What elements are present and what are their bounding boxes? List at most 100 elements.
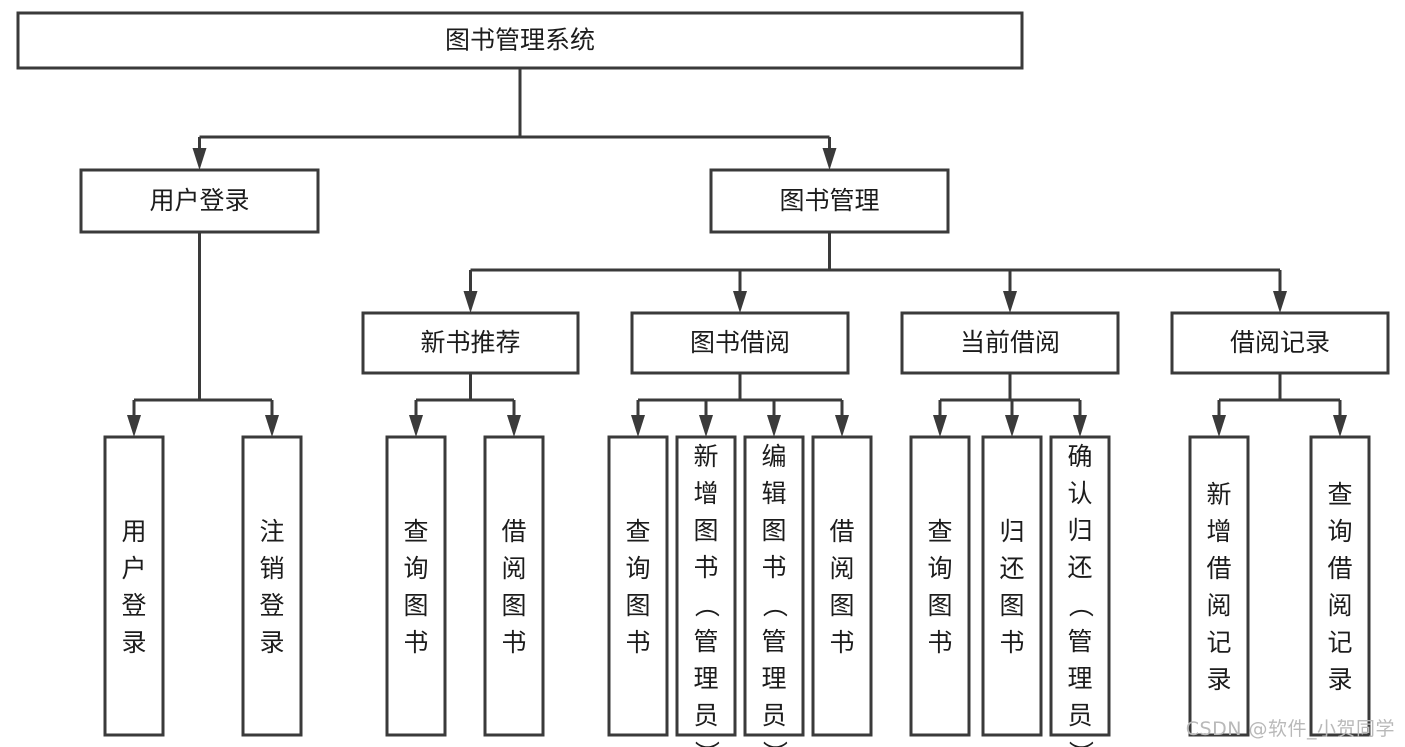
leaf-char: 员 [761,701,786,730]
leaf-char: 阅 [1206,591,1231,620]
arrow-down-icon-leaf-2 [409,415,423,437]
leaf-char: 图 [761,516,786,545]
box-layer [16,11,1390,737]
leaf-char: 新 [1206,480,1231,509]
node-level3-label-1: 图书借阅 [690,328,790,357]
leaf-char: 确 [1067,442,1092,471]
arrow-down-icon-leaf-8 [933,415,947,437]
leaf-char: 新 [693,442,718,471]
leaf-char: 理 [761,664,786,693]
leaf-char: 图 [403,591,428,620]
node-leaf-11[interactable] [1188,435,1250,737]
node-leaf-8[interactable] [909,435,971,737]
arrow-down-icon-level3-0 [463,291,478,313]
arrow-down-icon-leaf-0 [127,415,141,437]
leaf-char: 图 [693,516,718,545]
leaf-char: 查 [403,517,428,546]
leaf-char: 图 [927,591,952,620]
leaf-char: 图 [501,591,526,620]
leaf-char: 还 [999,554,1024,583]
node-level3-2[interactable] [900,311,1120,375]
leaf-char: 借 [501,517,526,546]
leaf-char: 归 [999,517,1024,546]
leaf-char: 阅 [829,554,854,583]
node-level3-label-0: 新书推荐 [420,328,520,357]
node-leaf-10[interactable] [1049,435,1111,737]
node-leaf-4[interactable] [607,435,669,737]
leaf-char: ） [692,740,721,747]
node-leaf-3[interactable] [483,435,545,737]
leaf-char: 增 [1206,517,1231,546]
leaf-char: 录 [1206,665,1231,694]
leaf-char: 书 [403,628,428,657]
leaf-char: 询 [403,554,428,583]
node-leaf-6[interactable] [743,435,805,737]
node-leaf-0[interactable] [103,435,165,737]
csdn-watermark: CSDN @软件_小贺同学 [1185,718,1395,740]
leaf-char: 还 [1067,553,1092,582]
leaf-char: 管 [693,627,718,656]
node-leaf-7[interactable] [811,435,873,737]
arrow-down-icon-leaf-3 [507,415,521,437]
leaf-char: ） [1066,740,1095,747]
leaf-char: 书 [625,628,650,657]
node-level3-1[interactable] [630,311,850,375]
node-level2-0[interactable] [79,168,320,234]
leaf-char: 增 [693,479,718,508]
leaf-char: 书 [501,628,526,657]
leaf-char: 书 [693,553,718,582]
node-level3-0[interactable] [361,311,580,375]
node-leaf-9[interactable] [981,435,1043,737]
arrow-down-icon-leaf-4 [631,415,645,437]
leaf-char: 书 [999,628,1024,657]
leaf-char: 查 [927,517,952,546]
node-level3-3[interactable] [1170,311,1390,375]
leaf-char: 询 [927,554,952,583]
leaf-char: 图 [625,591,650,620]
leaf-char: 管 [1067,627,1092,656]
arrow-down-icon-level2-0 [192,148,207,170]
leaf-char: 录 [1327,665,1352,694]
leaf-char: 录 [121,628,146,657]
leaf-char: 登 [121,591,146,620]
leaf-char: （ [692,592,721,617]
leaf-char: 阅 [501,554,526,583]
node-level3-label-2: 当前借阅 [960,328,1060,357]
node-root-label: 图书管理系统 [445,26,595,55]
node-level3-label-3: 借阅记录 [1230,328,1330,357]
leaf-char: 查 [625,517,650,546]
arrow-down-icon-leaf-11 [1212,415,1226,437]
node-leaf-12[interactable] [1309,435,1371,737]
node-leaf-5[interactable] [675,435,737,737]
leaf-char: （ [760,592,789,617]
arrow-down-icon-level3-1 [733,291,747,313]
leaf-char: 图 [999,591,1024,620]
node-level2-label-0: 用户登录 [149,186,249,215]
node-leaf-label-0: 用户登录 [121,517,146,657]
node-leaf-1[interactable] [241,435,303,737]
leaf-char: 员 [693,701,718,730]
node-level2-label-1: 图书管理 [779,186,879,215]
arrow-down-icon-leaf-10 [1073,415,1087,437]
leaf-char: 管 [761,627,786,656]
leaf-char: 记 [1206,628,1231,657]
leaf-char: 认 [1067,479,1092,508]
leaf-char: ） [760,740,789,747]
leaf-char: 员 [1067,701,1092,730]
leaf-char: 注 [259,517,284,546]
arrow-down-icon-leaf-5 [699,415,713,437]
leaf-char: 阅 [1327,591,1352,620]
leaf-char: 辑 [761,479,786,508]
node-level2-1[interactable] [709,168,950,234]
arrow-down-icon-leaf-7 [835,415,849,437]
node-leaf-2[interactable] [385,435,447,737]
node-root[interactable] [16,11,1024,70]
